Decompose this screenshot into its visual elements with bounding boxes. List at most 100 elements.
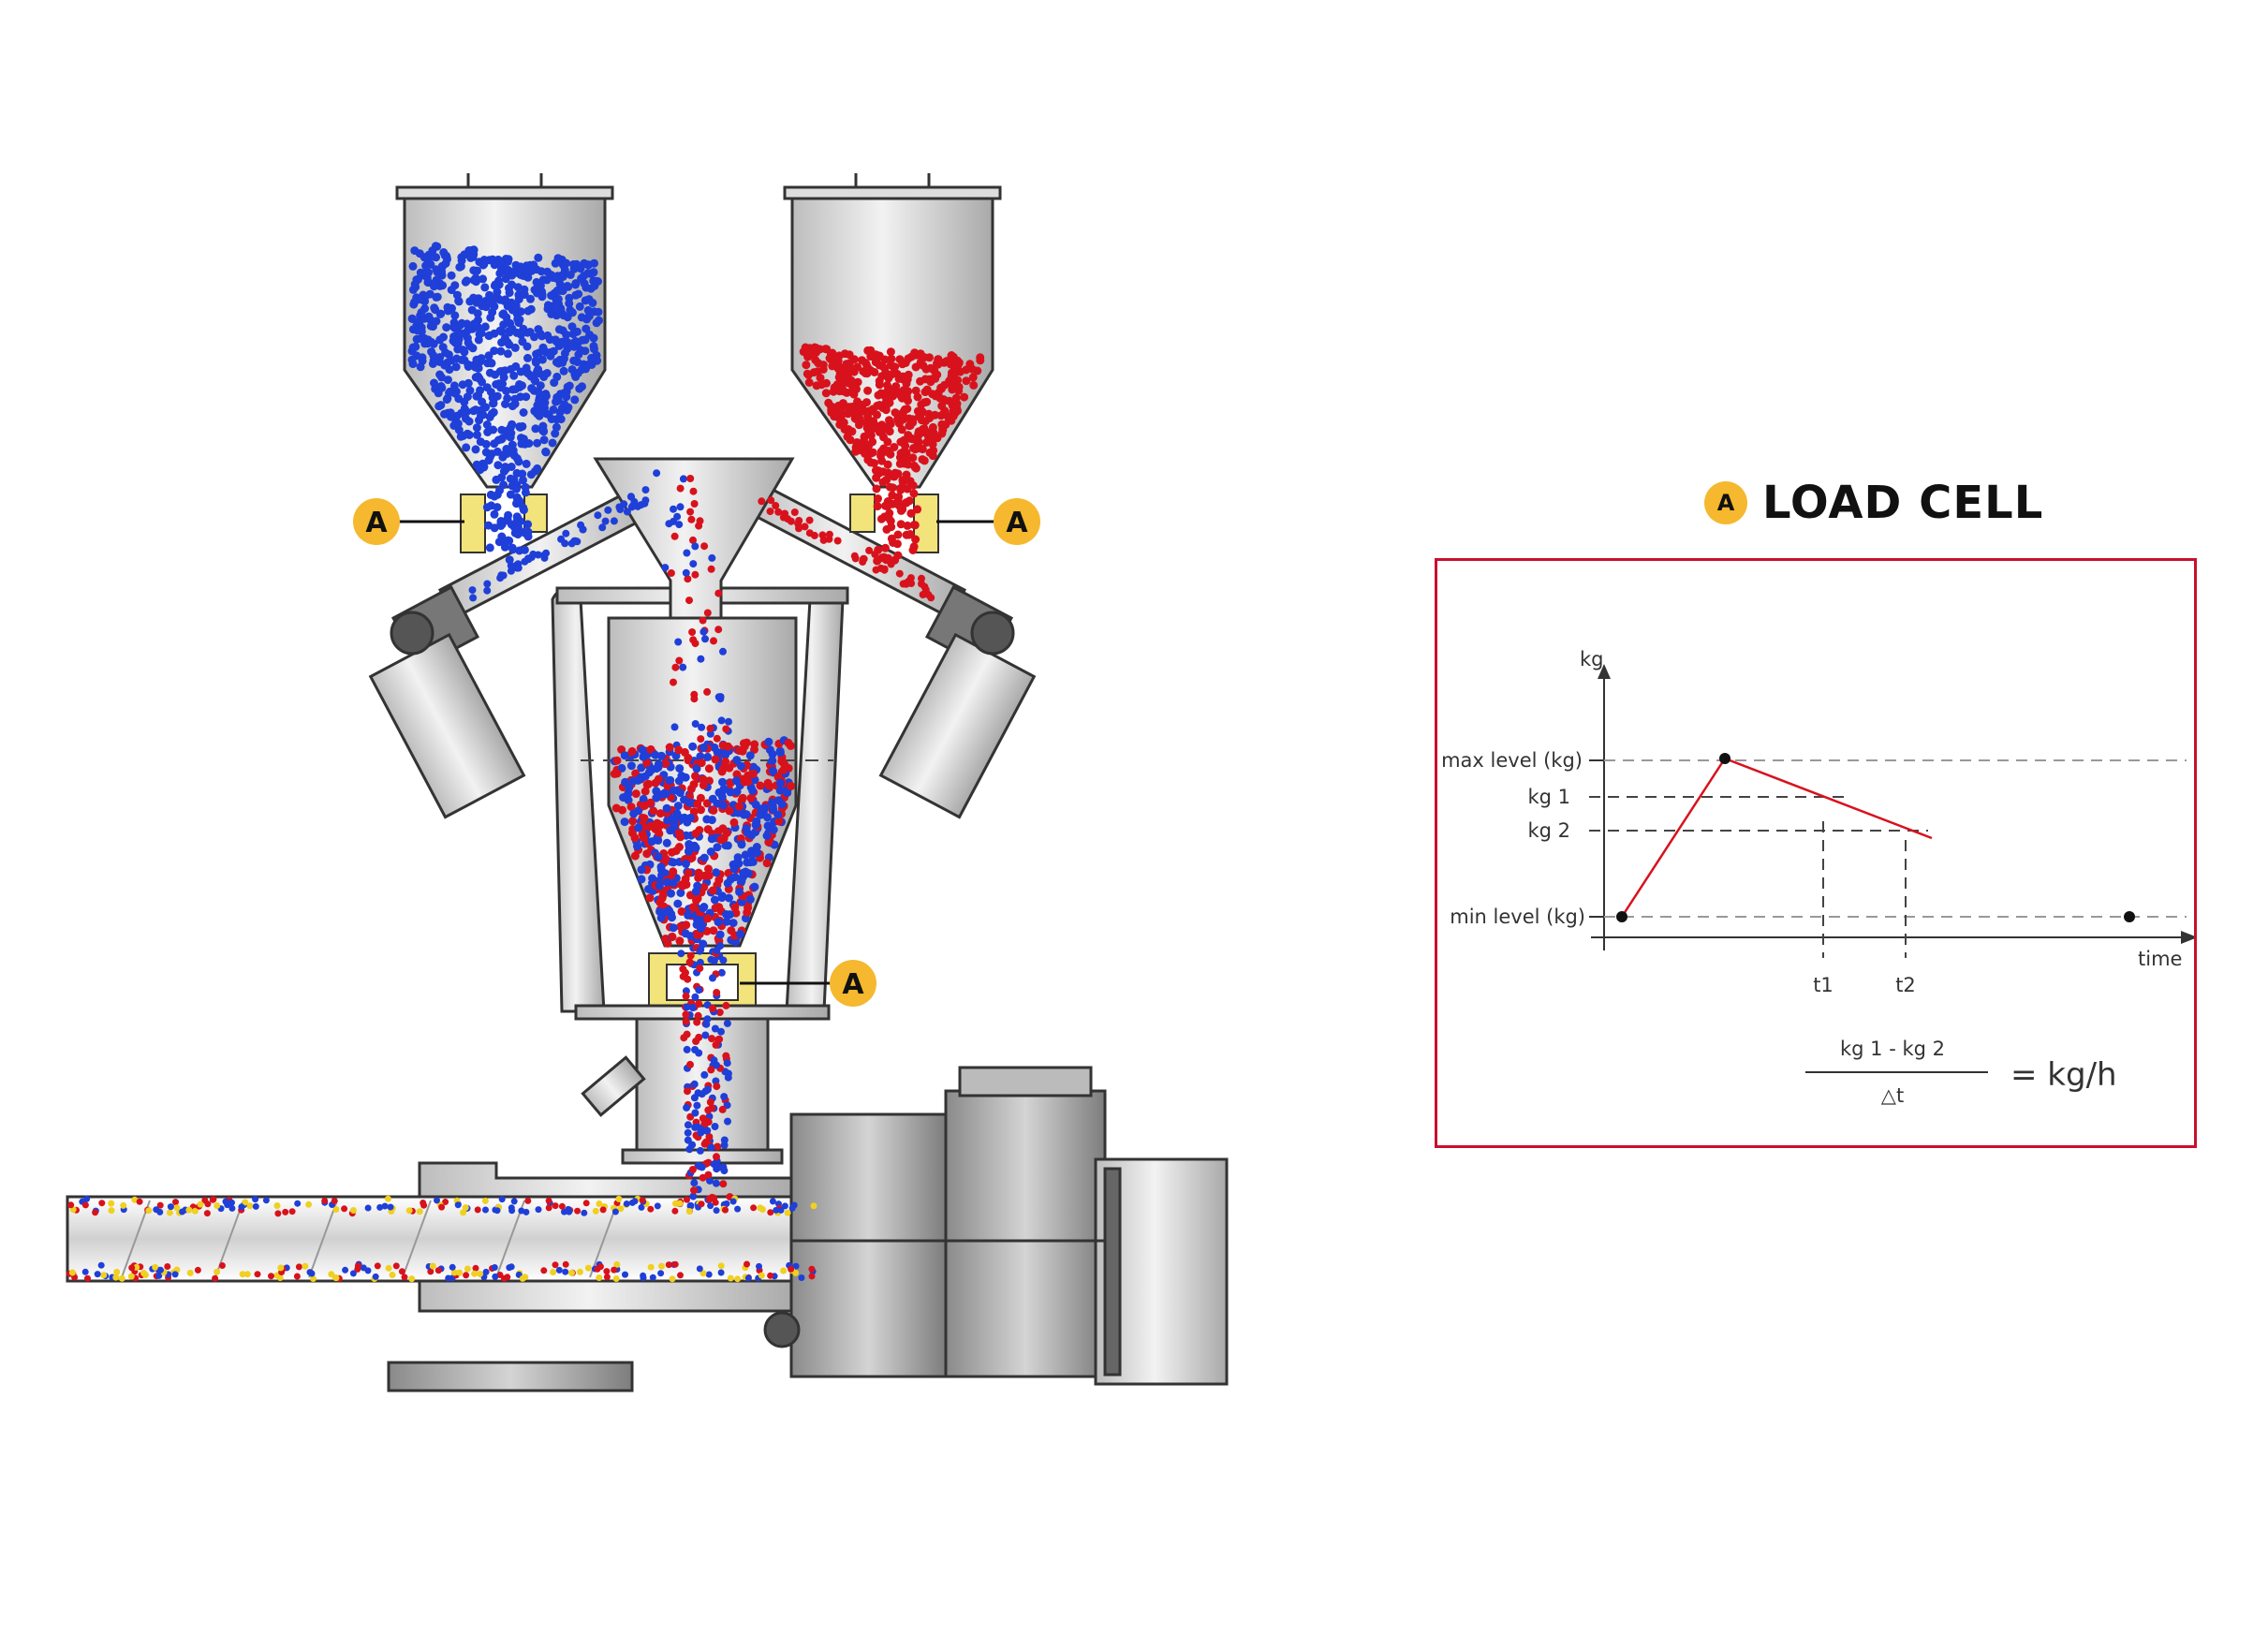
pellet	[651, 778, 660, 788]
pellet	[424, 312, 434, 321]
pellet	[691, 772, 700, 781]
pellet	[775, 778, 785, 788]
pellet	[523, 532, 533, 541]
pellet	[462, 443, 471, 452]
pellet	[459, 431, 468, 440]
pellet	[723, 1059, 731, 1068]
pellet	[877, 456, 887, 465]
pellet	[612, 756, 622, 765]
pellet	[773, 1206, 780, 1214]
pellet	[737, 876, 746, 886]
pellet	[808, 1265, 816, 1273]
pellet	[725, 806, 734, 816]
pellet	[464, 326, 473, 335]
pellet	[590, 345, 598, 354]
pellet	[868, 448, 877, 457]
pellet	[902, 391, 911, 401]
pellet	[822, 378, 831, 388]
pellet	[562, 258, 571, 268]
pellet	[506, 318, 515, 328]
pellet	[904, 370, 913, 379]
pellet	[713, 1083, 721, 1091]
pellet	[167, 1203, 174, 1211]
pellet	[949, 411, 958, 420]
pellet	[697, 735, 705, 744]
pellet	[533, 438, 542, 448]
pellet	[719, 763, 729, 773]
pellet	[691, 1109, 700, 1117]
pellet	[880, 566, 889, 574]
pellet	[372, 1273, 379, 1280]
pellet	[639, 1197, 646, 1204]
pellet	[744, 1274, 752, 1282]
pellet	[547, 415, 556, 423]
pellet	[710, 743, 719, 752]
pellet	[737, 840, 746, 849]
pellet	[472, 1264, 479, 1272]
pellet	[707, 1202, 714, 1210]
pellet	[349, 1207, 357, 1214]
pellet	[931, 374, 940, 383]
pellet	[700, 542, 709, 551]
pellet	[538, 331, 547, 341]
pellet	[449, 421, 459, 430]
pellet	[863, 412, 873, 421]
pellet	[508, 1263, 515, 1271]
pellet	[675, 656, 684, 665]
pellet	[580, 258, 589, 268]
pellet	[694, 1089, 702, 1097]
pellet	[441, 348, 450, 358]
pellet	[411, 342, 420, 351]
pellet	[703, 1015, 712, 1024]
pellet	[673, 899, 683, 908]
pellet	[436, 309, 446, 318]
pellet	[418, 353, 427, 362]
pellet	[911, 464, 920, 473]
pellet	[478, 397, 487, 406]
pellet	[919, 428, 928, 437]
pellet	[733, 857, 743, 866]
pellet	[705, 1195, 714, 1203]
pellet	[512, 454, 522, 463]
pellet	[611, 1208, 619, 1215]
pellet	[741, 850, 750, 860]
pellet	[710, 1160, 718, 1169]
pellet	[699, 743, 708, 752]
pellet	[713, 734, 721, 743]
pellet	[567, 539, 576, 548]
pellet	[214, 1202, 221, 1209]
pellet	[731, 776, 741, 786]
pellet	[293, 1273, 301, 1280]
pellet	[224, 1201, 231, 1209]
pellet	[953, 376, 963, 385]
pellet	[865, 365, 875, 375]
pellet	[562, 529, 570, 538]
pellet	[434, 402, 444, 411]
pellet	[540, 1267, 548, 1274]
pellet	[762, 832, 772, 840]
pellet	[899, 580, 907, 588]
pellet	[646, 744, 655, 754]
pellet	[636, 774, 645, 784]
pellet	[575, 384, 584, 393]
pellet	[783, 788, 792, 798]
pellet	[904, 431, 913, 440]
pellet	[603, 1274, 611, 1281]
pellet	[434, 1267, 442, 1274]
pellet	[432, 265, 441, 274]
pellet	[696, 1146, 704, 1155]
left-screw-feeder	[368, 479, 663, 819]
gearbox	[387, 1066, 1229, 1392]
pellet	[736, 761, 745, 771]
pellet	[670, 532, 679, 540]
pellet	[482, 420, 492, 429]
pellet	[769, 766, 777, 775]
pellet	[552, 286, 562, 295]
pellet	[700, 627, 708, 636]
pellet	[108, 1200, 115, 1207]
pellet	[416, 1208, 423, 1215]
pellet	[710, 637, 717, 645]
callout-left: A	[353, 498, 464, 545]
pellet	[668, 932, 677, 941]
pellet	[618, 805, 626, 815]
